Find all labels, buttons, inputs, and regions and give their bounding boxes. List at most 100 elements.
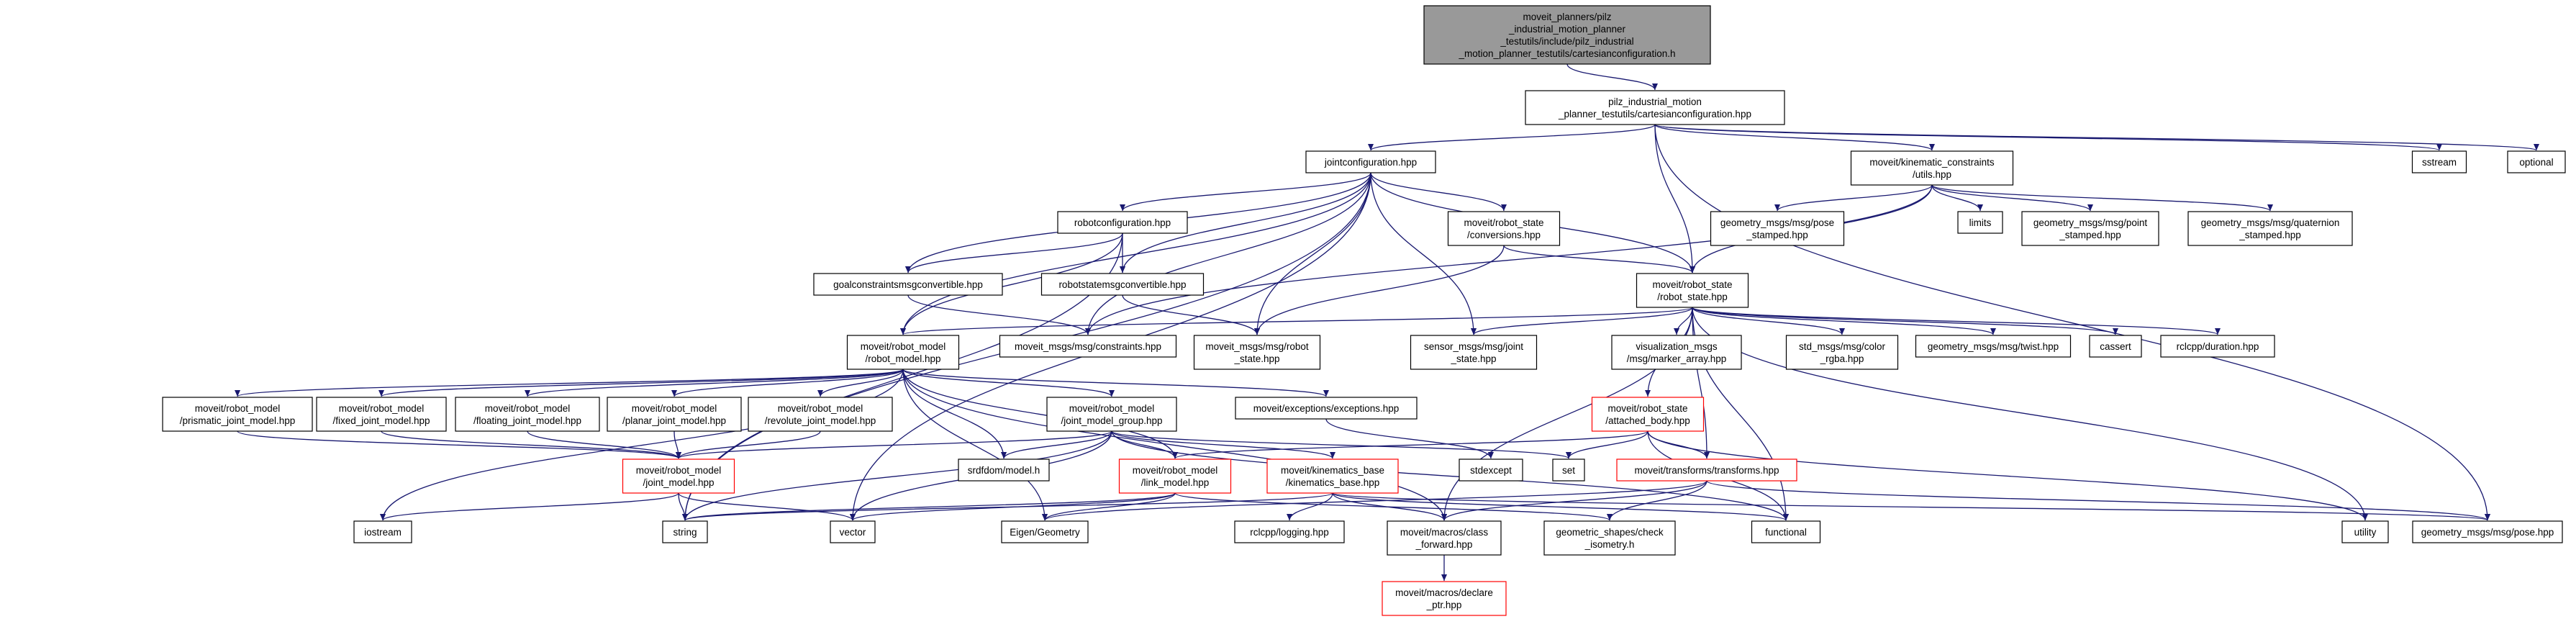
edge-attached_body-to-link_model [1172,430,1648,459]
node-declare_ptr[interactable]: moveit/macros/declare_ptr.hpp [1382,581,1507,616]
node-goalconstraints[interactable]: goalconstraintsmsgconvertible.hpp [813,273,1003,296]
node-box-cart[interactable] [1525,90,1785,125]
node-label-prismatic: moveit/robot_model/prismatic_joint_model… [180,403,296,426]
node-class_forward[interactable]: moveit/macros/class_forward.hpp [1387,520,1502,556]
node-label-utility: utility [2354,527,2377,538]
node-box-set [1552,458,1585,482]
node-robot_cfg[interactable]: robotconfiguration.hpp [1057,211,1188,234]
node-vector: vector [830,520,876,543]
edge-kinematics_base-to-logging [1287,492,1333,521]
node-conversions[interactable]: moveit/robot_state/conversions.hpp [1447,211,1561,246]
node-box-utility [2341,520,2389,543]
node-exceptions[interactable]: moveit/exceptions/exceptions.hpp [1235,397,1418,420]
edge-robot_state-to-cassert [1692,307,2118,335]
node-box-attached_body[interactable] [1591,397,1705,432]
edge-attached_body-to-utility [1647,430,2368,521]
node-box-robot_cfg[interactable] [1057,211,1188,234]
edge-cart-to-robot_state [1654,124,1695,274]
node-box-conversions[interactable] [1447,211,1561,246]
node-box-class_forward[interactable] [1387,520,1502,556]
node-box-robot_state[interactable] [1636,273,1749,308]
node-box-point_stamped [2021,211,2159,246]
edge-kinematics_base-to-string [682,492,1333,521]
edge-robot_model-to-exceptions [902,369,1329,397]
node-revolute[interactable]: moveit/robot_model/revolute_joint_model.… [748,397,893,432]
node-box-revolute[interactable] [748,397,893,432]
node-joint_model[interactable]: moveit/robot_model/joint_model.hpp [622,458,735,494]
node-robot_model[interactable]: moveit/robot_model/robot_model.hpp [846,335,960,370]
node-box-joint_model[interactable] [622,458,735,494]
node-box-fixed[interactable] [316,397,447,432]
edge-robot_model-to-class_forward [902,369,1447,521]
node-label-joint_cfg: jointconfiguration.hpp [1324,157,1417,168]
edge-robot_model-to-revolute [817,369,904,397]
node-label-robot_state_msg: moveit_msgs/msg/robot_state.hpp [1205,341,1309,364]
node-utils[interactable]: moveit/kinematic_constraints/utils.hpp [1850,150,2014,186]
node-label-vector: vector [840,527,866,538]
node-robot_state_msg: moveit_msgs/msg/robot_state.hpp [1193,335,1321,370]
node-box-exceptions[interactable] [1235,397,1418,420]
node-duration: rclcpp/duration.hpp [2160,335,2275,358]
node-prismatic[interactable]: moveit/robot_model/prismatic_joint_model… [162,397,313,432]
node-box-joint_cfg[interactable] [1305,150,1436,173]
edge-joint_cfg-to-robot_model [900,172,1371,335]
node-label-string: string [673,527,697,538]
node-box-logging [1234,520,1345,543]
node-limits: limits [1957,211,2003,234]
node-label-pose: geometry_msgs/msg/pose.hpp [2421,527,2554,538]
node-box-jmg[interactable] [1046,397,1177,432]
edge-joint_cfg-to-conversions [1370,172,1507,212]
node-label-cart: pilz_industrial_motion_planner_testutils… [1558,96,1751,119]
node-planar[interactable]: moveit/robot_model/planar_joint_model.hp… [607,397,742,432]
node-box-sstream [2411,150,2467,173]
edge-goalconstraints-to-constraints_msg [907,294,1091,335]
node-box-link_model[interactable] [1118,458,1232,494]
node-fixed[interactable]: moveit/robot_model/fixed_joint_model.hpp [316,397,447,432]
edge-prismatic-to-joint_model [237,430,681,459]
node-jmg[interactable]: moveit/robot_model/joint_model_group.hpp [1046,397,1177,432]
edge-attached_body-to-set [1566,430,1648,459]
node-transforms[interactable]: moveit/transforms/transforms.hpp [1616,458,1797,482]
node-label-fixed: moveit/robot_model/fixed_joint_model.hpp [332,403,430,426]
edge-utils-to-limits [1931,184,1983,212]
edge-attached_body-to-transforms [1647,430,1710,459]
node-floating[interactable]: moveit/robot_model/floating_joint_model.… [455,397,600,432]
node-box-transforms[interactable] [1616,458,1797,482]
edge-kinematics_base-to-class_forward [1332,492,1447,521]
node-label-joint_model: moveit/robot_model/joint_model.hpp [636,465,722,488]
node-box-root [1423,5,1711,65]
node-robotstatemsg[interactable]: robotstatemsgconvertible.hpp [1040,273,1205,296]
edge-robot_cfg-to-robot_model [900,232,1123,335]
node-box-prismatic[interactable] [162,397,313,432]
node-box-duration [2160,335,2275,358]
node-label-constraints_msg: moveit_msgs/msg/constraints.hpp [1015,341,1161,352]
node-robot_state[interactable]: moveit/robot_state/robot_state.hpp [1636,273,1749,308]
node-box-pose_stamped [1710,211,1845,246]
edge-joint_model-to-vector [678,492,856,521]
node-box-goalconstraints[interactable] [813,273,1003,296]
edge-transforms-to-eigen [1042,480,1707,521]
node-box-robotstatemsg[interactable] [1040,273,1205,296]
node-box-robot_model[interactable] [846,335,960,370]
edge-joint_cfg-to-robot_cfg [1120,172,1371,212]
node-box-kinematics_base[interactable] [1266,458,1399,494]
edge-robot_model-to-fixed [378,369,904,397]
node-attached_body[interactable]: moveit/robot_state/attached_body.hpp [1591,397,1705,432]
node-box-joint_state_msg [1410,335,1538,370]
node-link_model[interactable]: moveit/robot_model/link_model.hpp [1118,458,1232,494]
node-joint_cfg[interactable]: jointconfiguration.hpp [1305,150,1436,173]
edge-transforms-to-check_isometry [1607,480,1707,521]
node-label-joint_state_msg: sensor_msgs/msg/joint_state.hpp [1424,341,1523,364]
edge-cart-to-utils [1654,124,1935,151]
node-box-declare_ptr[interactable] [1382,581,1507,616]
node-box-color_rgba [1785,335,1899,370]
node-box-planar[interactable] [607,397,742,432]
node-cart[interactable]: pilz_industrial_motion_planner_testutils… [1525,90,1785,125]
edge-robot_model-to-srdf [902,369,1007,459]
node-label-link_model: moveit/robot_model/link_model.hpp [1133,465,1218,488]
edge-utils-to-point_stamped [1931,184,2093,212]
node-box-utils[interactable] [1850,150,2014,186]
node-label-limits: limits [1969,217,1992,228]
node-box-floating[interactable] [455,397,600,432]
node-kinematics_base[interactable]: moveit/kinematics_base/kinematics_base.h… [1266,458,1399,494]
